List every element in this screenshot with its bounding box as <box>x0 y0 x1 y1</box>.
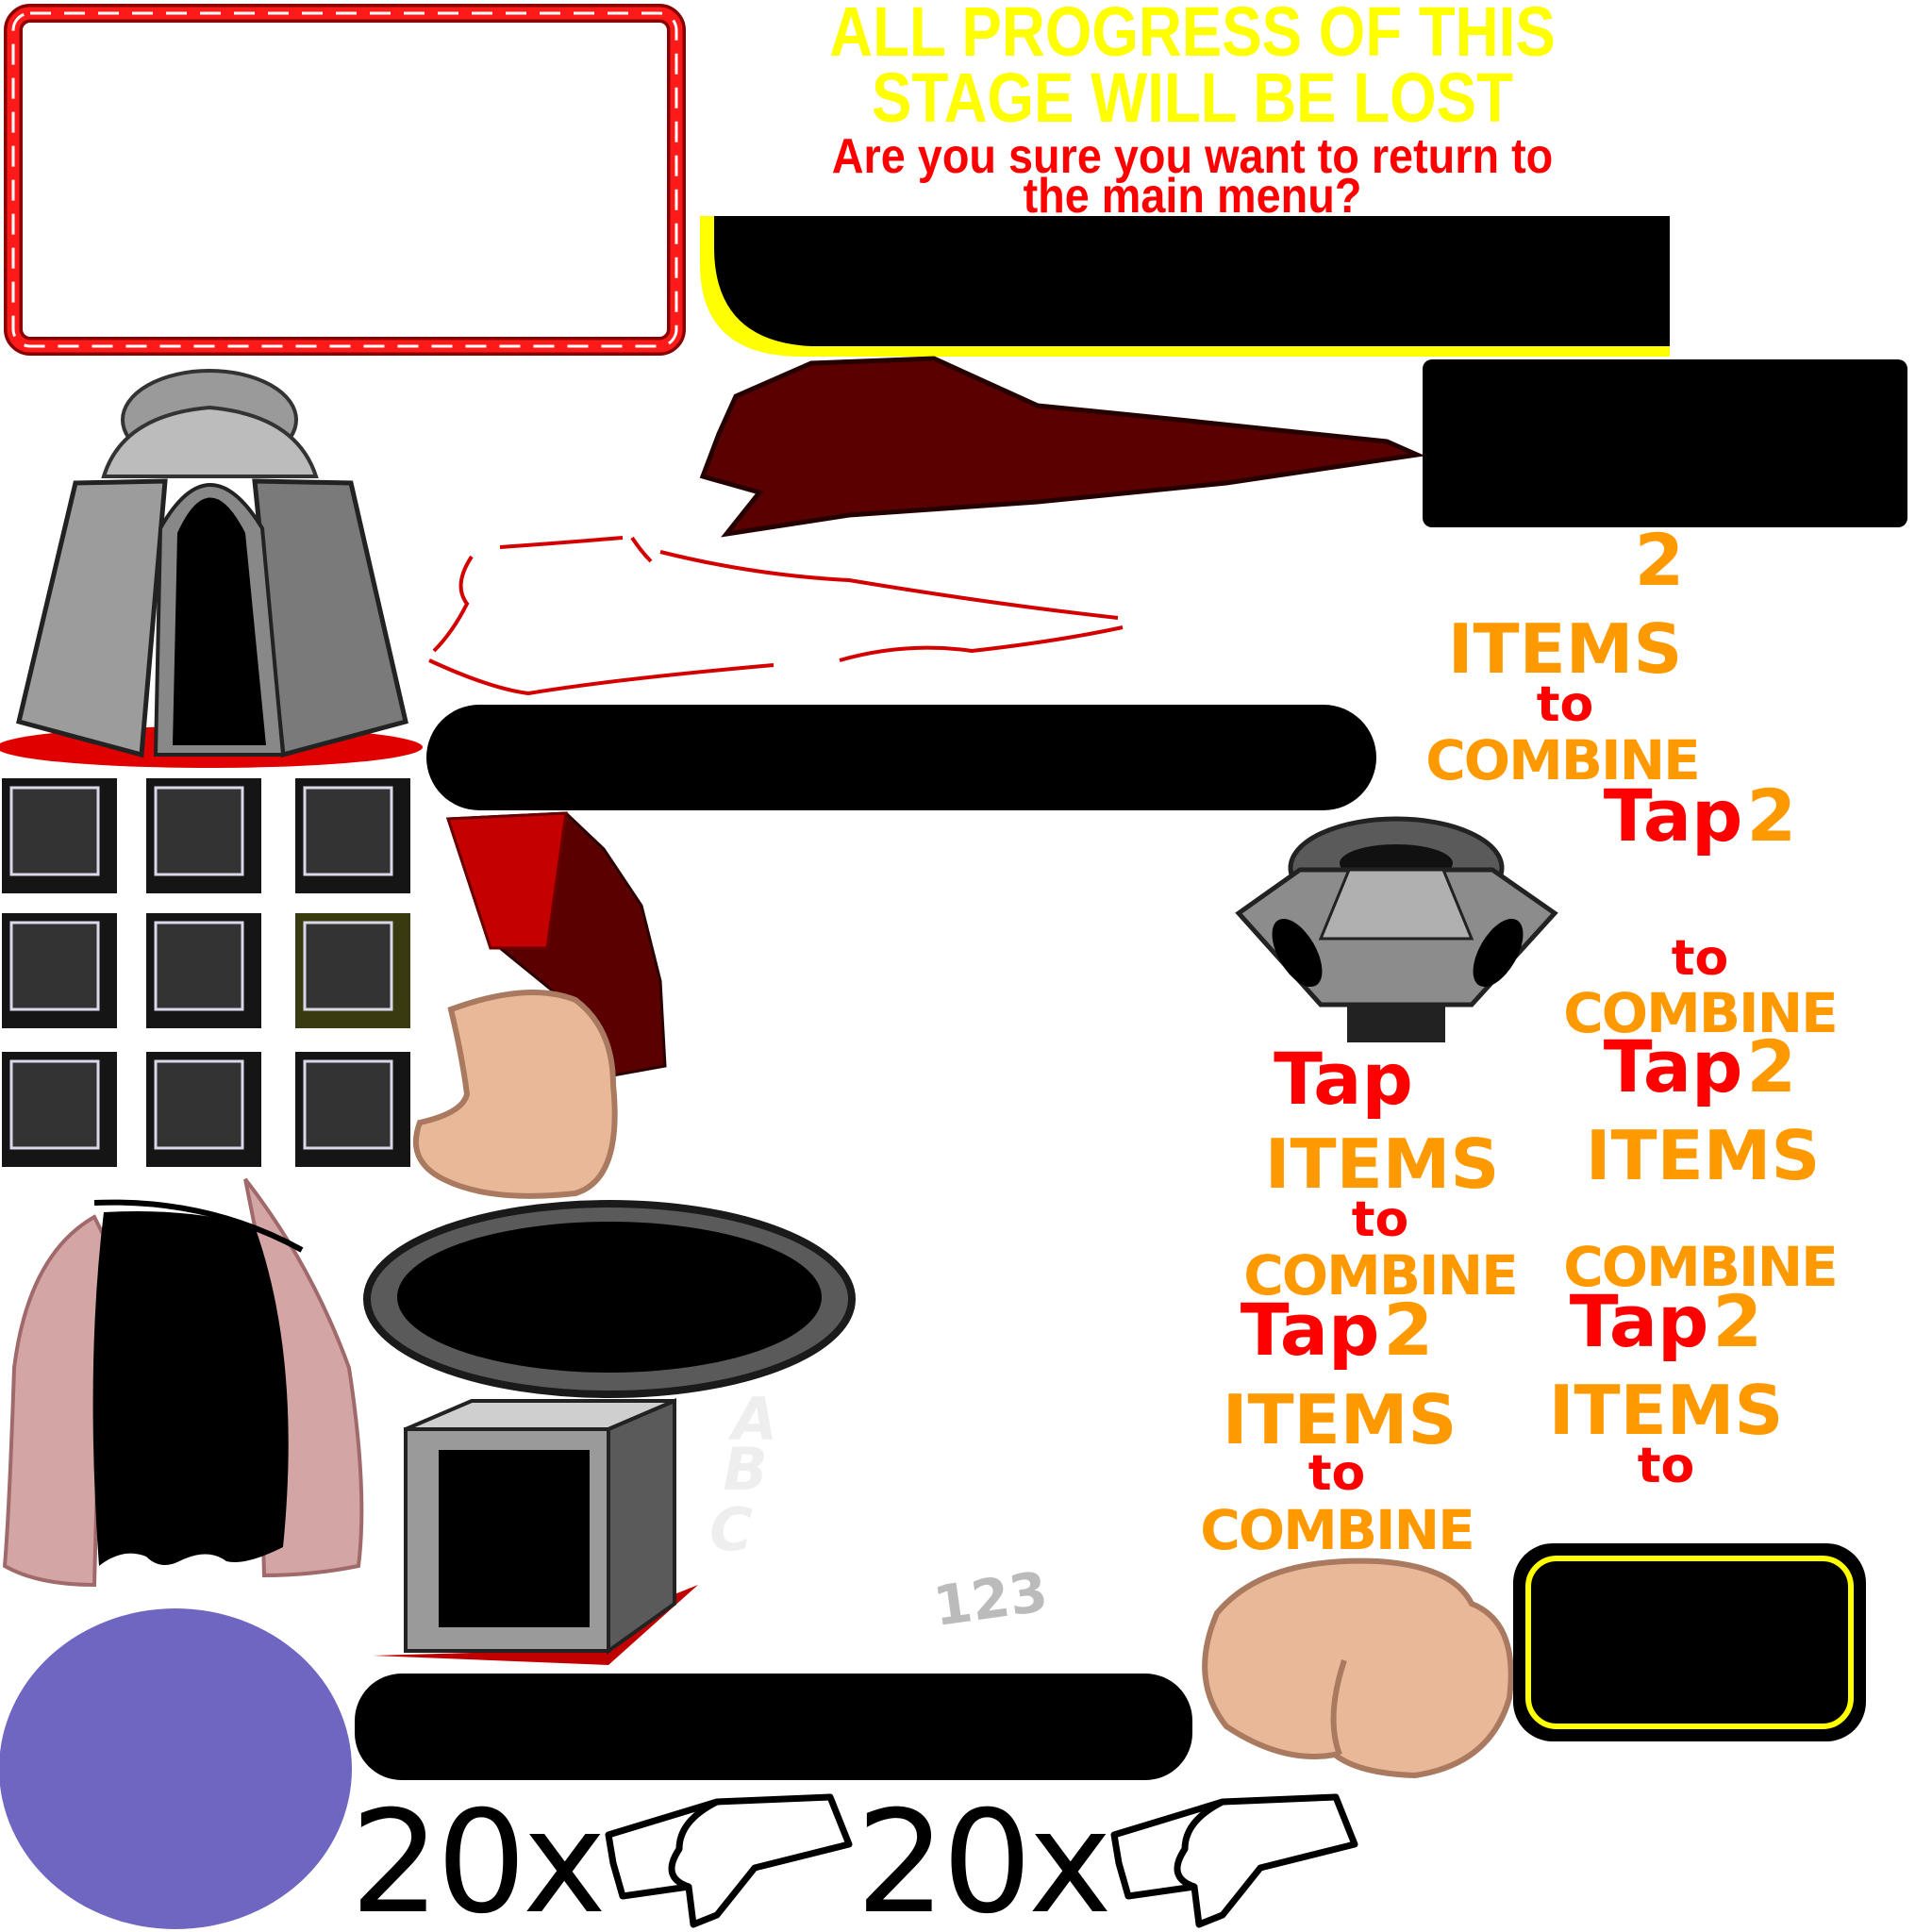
hint-combine: COMBINE <box>1200 1498 1475 1562</box>
inventory-slot <box>146 778 261 893</box>
question-line-2: the main menu? <box>1023 169 1362 224</box>
warning-line-1: ALL PROGRESS OF THIS <box>829 0 1556 71</box>
rope-frame <box>4 4 686 356</box>
hint-two: 2 <box>1383 1288 1434 1372</box>
inventory-slot <box>295 1052 410 1167</box>
faint-letter-b: B <box>723 1435 768 1504</box>
hint-tap: Tap <box>1603 1024 1743 1108</box>
tent-hut-sprite <box>0 369 423 768</box>
hint-to: to <box>1637 1438 1695 1494</box>
inventory-slot <box>2 778 117 893</box>
faint-letter-a: A <box>732 1385 777 1454</box>
bone-scribble-icon <box>605 1793 1358 1928</box>
hint-combine: COMBINE <box>1563 1235 1839 1299</box>
hint-items: ITEMS <box>1447 609 1683 689</box>
skin-bun-sprite <box>1202 1557 1514 1779</box>
hint-items: ITEMS <box>1222 1380 1457 1459</box>
hint-tap-2: Tap 2 <box>1604 1031 1797 1103</box>
inventory-slot <box>2 913 117 1028</box>
hint-combine: COMBINE <box>1563 981 1839 1045</box>
dialog-header-bar <box>700 216 1670 357</box>
torn-paint-stroke <box>699 356 1425 538</box>
oval-pit-sprite <box>363 1200 856 1398</box>
hint-items: ITEMS <box>1585 1116 1821 1195</box>
hint-tap-2: Tap 2 <box>1570 1286 1763 1357</box>
purple-orb <box>0 1608 352 1929</box>
inventory-slot <box>146 1052 261 1167</box>
hint-items: ITEMS <box>1264 1124 1500 1204</box>
inventory-slot <box>295 778 410 893</box>
hint-two: 2 <box>1634 518 1685 602</box>
inventory-slot <box>2 1052 117 1167</box>
hint-combine: COMBINE <box>1243 1243 1519 1307</box>
inventory-slot <box>146 913 261 1028</box>
mohawk-head-sprite <box>413 811 667 1199</box>
stencil-numbers: 123 <box>929 1558 1052 1640</box>
hint-to: to <box>1536 676 1594 733</box>
hint-tap: Tap <box>1569 1279 1709 1363</box>
question-line-1: Are you sure you want to return to <box>831 129 1554 184</box>
hint-to: to <box>1671 930 1729 987</box>
hint-to: to <box>1351 1191 1409 1248</box>
hint-two: 2 <box>1746 774 1797 858</box>
hint-tap-2: Tap 2 <box>1241 1294 1434 1366</box>
multiplier-label: 20x <box>350 1781 607 1932</box>
speaker-pod-sprite <box>1235 816 1558 1042</box>
blood-splash <box>428 536 1124 696</box>
warning-line-2: STAGE WILL BE LOST <box>871 58 1514 137</box>
hint-tap: Tap <box>1240 1288 1380 1372</box>
inventory-slot-grid <box>2 778 410 1167</box>
black-yellow-button-frame <box>1513 1543 1866 1741</box>
hint-combine: COMBINE <box>1425 728 1701 792</box>
multiplier-label: 20x <box>856 1781 1112 1932</box>
hair-sprite <box>2 1177 364 1588</box>
hint-two: 2 <box>1746 1024 1797 1108</box>
faint-letter-c: C <box>709 1495 753 1564</box>
hint-to: to <box>1307 1445 1366 1502</box>
hint-items: ITEMS <box>1548 1371 1784 1450</box>
hint-tap: Tap <box>1274 1037 1413 1121</box>
box-crate-sprite <box>373 1397 698 1665</box>
hint-tap-2: Tap 2 <box>1604 780 1797 852</box>
hint-tap: Tap <box>1603 774 1743 858</box>
black-pill-bar <box>426 705 1376 810</box>
inventory-slot <box>295 913 410 1028</box>
black-panel <box>1423 359 1907 527</box>
black-pill-bar-2 <box>355 1674 1192 1780</box>
hint-two: 2 <box>1712 1279 1763 1363</box>
